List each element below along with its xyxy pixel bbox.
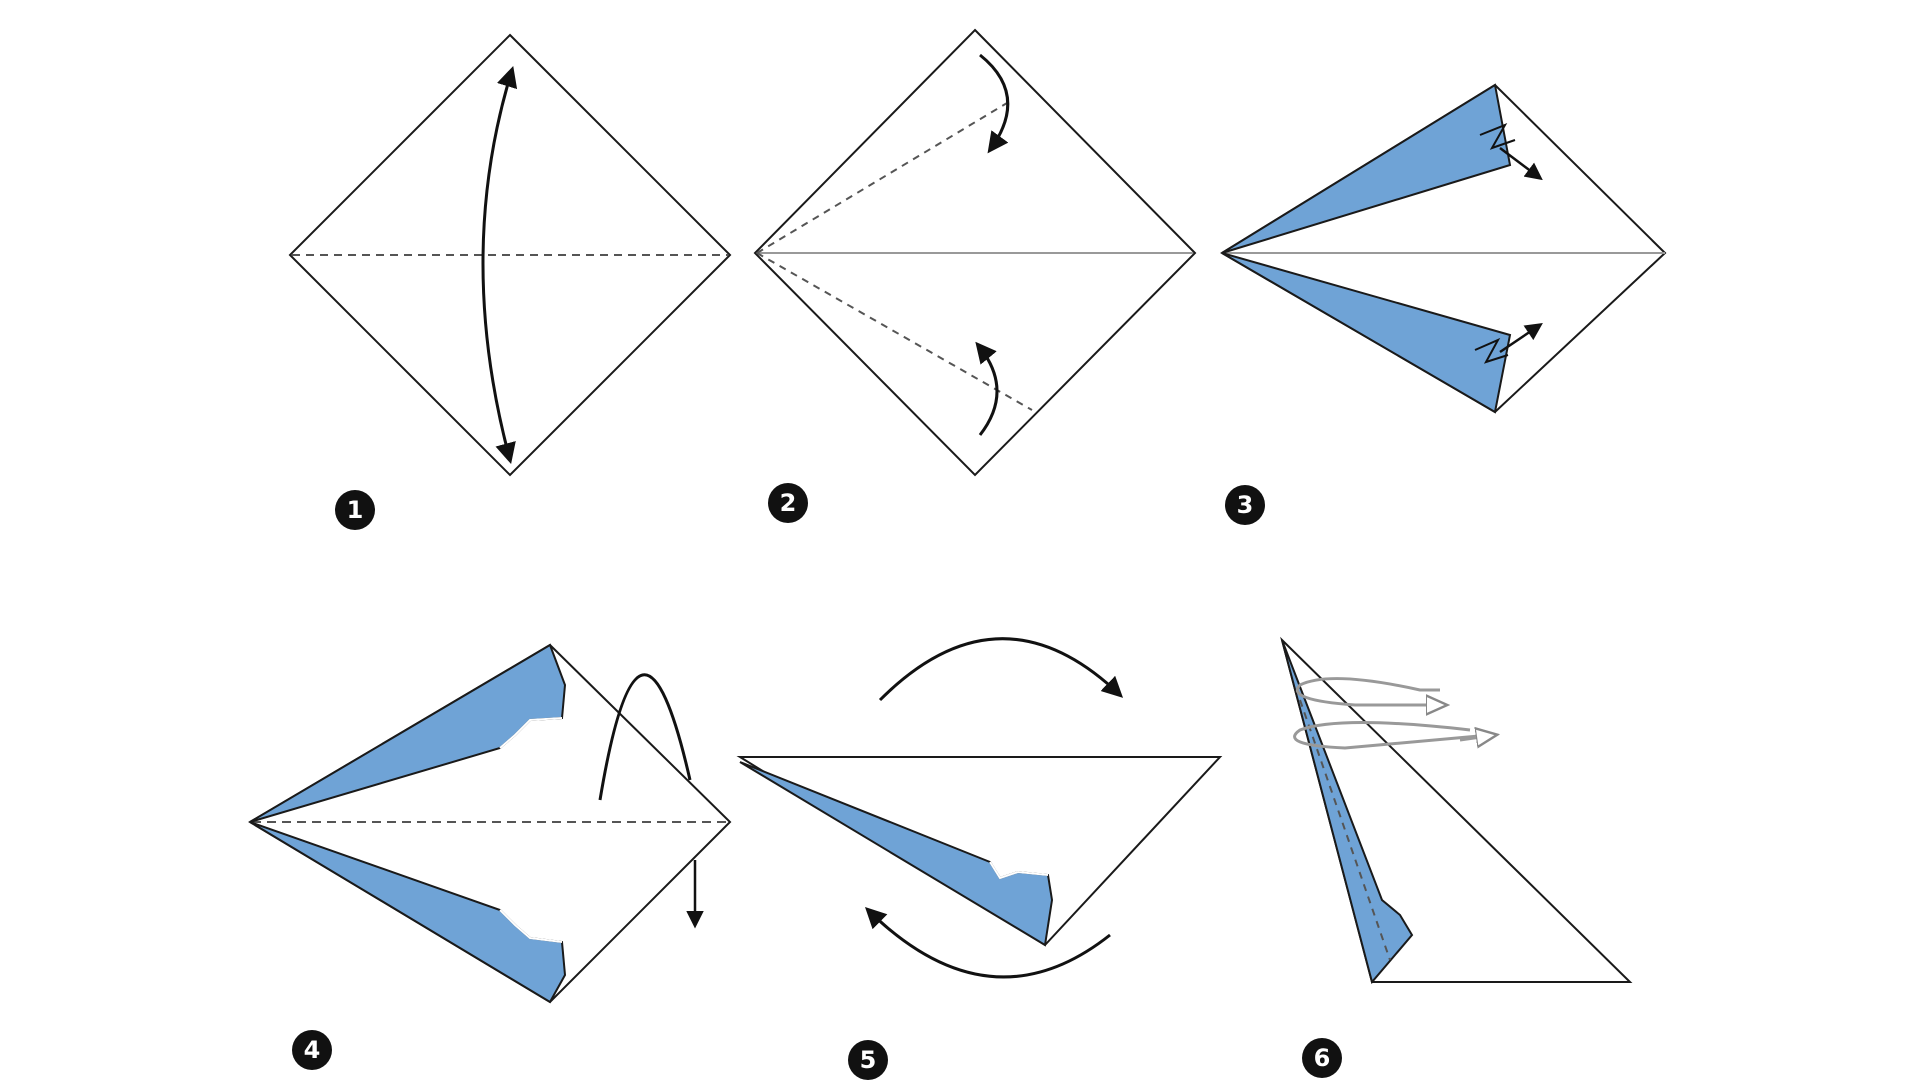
- step-4-badge-circle: [292, 1030, 332, 1070]
- step-3-number: 3: [1237, 491, 1254, 519]
- step-4-diagram: 4: [248, 643, 732, 1070]
- step-3-diagram: 3: [1220, 83, 1667, 525]
- step-2-number-badge: 2: [768, 483, 808, 523]
- step-3-upper-pleat-arrow: [1499, 147, 1543, 181]
- step-6-number-badge: 6: [1302, 1038, 1342, 1078]
- step-3-lower-pleat-mark: [1474, 337, 1509, 364]
- step-5-rotate-arrow-top: [878, 637, 1124, 702]
- step-5-paper-outline: [736, 756, 1223, 947]
- step-1-diagram: 1: [288, 33, 732, 530]
- step-2-lower-fold-arrow: [975, 341, 999, 436]
- step-3-lower-blue-flap: [1221, 252, 1512, 414]
- step-6-hidden-fold-line: [1299, 699, 1391, 961]
- step-4-number-badge: 4: [292, 1030, 332, 1070]
- step-2-badge-circle: [768, 483, 808, 523]
- step-1-badge-circle: [335, 490, 375, 530]
- step-5-rotate-arrow-bottom: [865, 907, 1111, 979]
- step-5-number-badge: 5: [848, 1040, 888, 1080]
- step-2-lower-fold-line: [756, 252, 1033, 411]
- step-3-upper-pleat-mark: [1479, 123, 1516, 150]
- step-5-number: 5: [860, 1046, 877, 1074]
- step-6-lower-outside-reverse-arrow: [1293, 721, 1491, 750]
- step-1-number-badge: 1: [335, 490, 375, 530]
- step-5-diagram: 5: [736, 637, 1223, 1080]
- step-6-number: 6: [1314, 1044, 1331, 1072]
- step-2-upper-fold-arrow: [979, 53, 1010, 154]
- step-2-upper-fold-line: [756, 99, 1013, 254]
- step-3-lower-pleat-arrow: [1499, 323, 1543, 354]
- step-1-number: 1: [347, 496, 364, 524]
- step-4-mountain-fold-arrow: [598, 673, 692, 801]
- step-3-number-badge: 3: [1225, 485, 1265, 525]
- step-4-upper-pleat-notch: [499, 717, 563, 749]
- step-4-lower-pleat-notch: [499, 909, 563, 943]
- step-5-pleat-notch: [989, 861, 1049, 880]
- step-5-badge-circle: [848, 1040, 888, 1080]
- step-6-diagram: 6: [1280, 636, 1633, 1078]
- step-4-number: 4: [304, 1036, 321, 1064]
- step-6-upper-outside-reverse-arrow: [1296, 677, 1440, 707]
- step-6-lower-arrow-head: [1459, 735, 1495, 740]
- step-1-fold-arrow: [481, 65, 518, 465]
- step-2-diagram: 2: [753, 28, 1197, 523]
- step-2-number: 2: [780, 489, 797, 517]
- step-6-badge-circle: [1302, 1038, 1342, 1078]
- step-3-badge-circle: [1225, 485, 1265, 525]
